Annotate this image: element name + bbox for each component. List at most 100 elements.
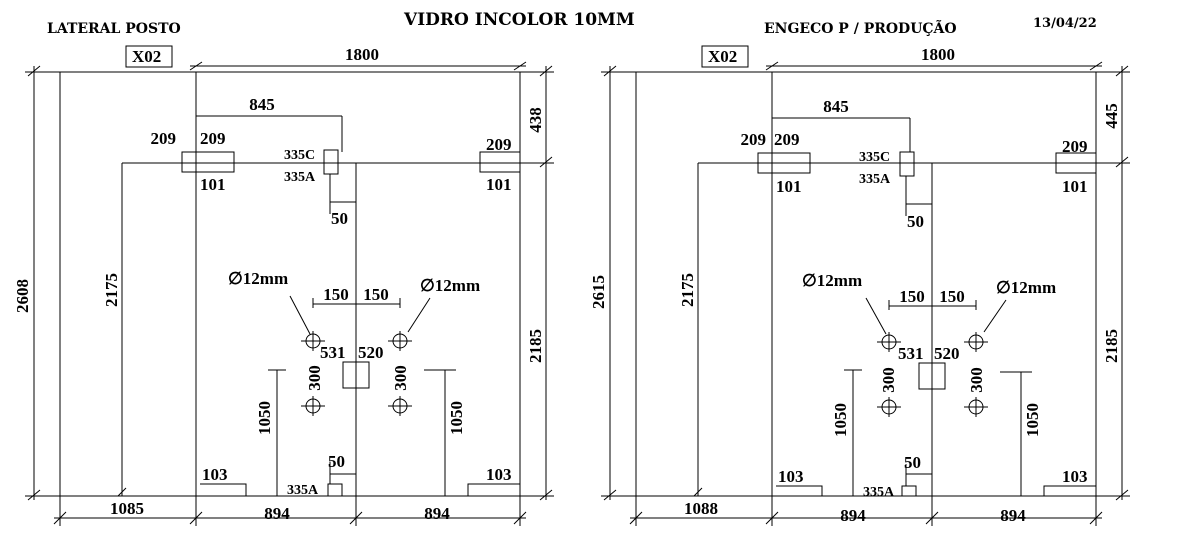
hinge-left [757, 152, 811, 174]
hinge-left-height: 101 [776, 177, 802, 196]
tick [1115, 65, 1129, 77]
tick [603, 65, 617, 77]
corner-right [467, 483, 520, 496]
tag-box [125, 45, 173, 68]
tick [1089, 511, 1103, 525]
hole-diameter-left: ∅12mm [802, 271, 862, 290]
hole-vert-left: 300 [879, 367, 898, 393]
dim-top-offset: 445 [1102, 103, 1121, 129]
hinge-left-b: 209 [200, 129, 226, 148]
center-right: 520 [358, 343, 384, 362]
handle-height-right: 1050 [1023, 403, 1042, 437]
dim-side-height: 2175 [678, 273, 697, 307]
lock-top [323, 149, 339, 175]
dim-right-height: 2185 [1102, 329, 1121, 363]
hole-diameter-left: ∅12mm [228, 269, 288, 288]
leader-line [983, 299, 1007, 333]
bottom-lock-label: 335A [863, 485, 895, 500]
tick [189, 511, 203, 525]
tag-box [701, 45, 749, 68]
leader-line [289, 295, 311, 335]
lock-bottom [327, 483, 343, 497]
hole-diameter-right: ∅12mm [996, 278, 1056, 297]
tick [539, 65, 553, 77]
outer-frame [59, 71, 521, 497]
hinge-left-a: 209 [741, 130, 767, 149]
corner-left [200, 483, 247, 496]
tick [349, 511, 363, 525]
drawing-date: 13/04/22 [1033, 16, 1097, 31]
corner-left-label: 103 [202, 465, 228, 484]
dim-side-height: 2175 [102, 273, 121, 307]
dim-top-width: 1800 [345, 45, 379, 64]
center-right: 520 [934, 344, 960, 363]
hole-vert-left: 300 [305, 365, 324, 391]
hinge-right-width: 209 [486, 135, 512, 154]
tick [27, 489, 41, 501]
tick [765, 61, 779, 71]
tag-label: X02 [708, 47, 737, 66]
lock-offset: 50 [331, 209, 348, 228]
handle-height-left: 1050 [255, 401, 274, 435]
hole-vert-right: 300 [967, 367, 986, 393]
tick [1115, 156, 1129, 168]
tick [27, 65, 41, 77]
dim-hole-distance: 845 [823, 97, 849, 116]
hinge-right-height: 101 [486, 175, 512, 194]
hinge-right-width: 209 [1062, 137, 1088, 156]
dim-side-width: 1088 [684, 499, 718, 518]
tick [513, 61, 527, 71]
bottom-lock-offset: 50 [904, 453, 921, 472]
tick [513, 511, 527, 525]
title-glass-type: VIDRO INCOLOR 10MM [403, 10, 635, 30]
center-handle [918, 362, 946, 390]
corner-right-label: 103 [1062, 467, 1088, 486]
tick [1115, 489, 1129, 501]
corner-left [776, 485, 823, 496]
title-right-drawing: ENGECO P / PRODUÇÃO [764, 18, 957, 37]
leader-line [865, 297, 887, 335]
tick [539, 489, 553, 501]
corner-right [1043, 485, 1096, 496]
drawing-panel-right: X02 2615 2175 1800 445 2185 845 209 209 … [589, 45, 1130, 526]
handle-height-right: 1050 [447, 401, 466, 435]
dim-bottom-left: 894 [264, 504, 290, 523]
lock-offset: 50 [907, 212, 924, 231]
hinge-left-height: 101 [200, 175, 226, 194]
dim-top-offset: 438 [526, 107, 545, 133]
hinge-left [181, 151, 235, 173]
hole-gap-right: 150 [363, 285, 389, 304]
hole-diameter-right: ∅12mm [420, 276, 480, 295]
dim-right-height: 2185 [526, 329, 545, 363]
lock-top [899, 151, 915, 177]
tick [693, 487, 703, 497]
dim-side-width: 1085 [110, 499, 144, 518]
hole-gap-left: 150 [323, 285, 349, 304]
dim-bottom-left: 894 [840, 506, 866, 525]
tick [765, 511, 779, 525]
lock-top-c: 335C [284, 148, 315, 163]
tick [189, 61, 203, 71]
center-left: 531 [898, 344, 924, 363]
dim-top-width: 1800 [921, 45, 955, 64]
hinge-right-height: 101 [1062, 177, 1088, 196]
center-handle [342, 361, 370, 389]
tick [1089, 61, 1103, 71]
lock-top-a: 335A [284, 170, 316, 185]
drawing-panel-left: X02 2608 2175 1800 438 2185 845 209 2 [13, 45, 554, 526]
tag-label: X02 [132, 47, 161, 66]
corner-right-label: 103 [486, 465, 512, 484]
lock-top-c: 335C [859, 150, 890, 165]
center-left: 531 [320, 343, 346, 362]
hole-gap-left: 150 [899, 287, 925, 306]
hole-vert-right: 300 [391, 365, 410, 391]
hinge-left-b: 209 [774, 130, 800, 149]
hole-gap-right: 150 [939, 287, 965, 306]
tick [117, 487, 127, 497]
corner-left-label: 103 [778, 467, 804, 486]
tick [925, 511, 939, 525]
tick [603, 489, 617, 501]
dim-total-height: 2608 [13, 279, 32, 313]
tick [629, 511, 643, 525]
